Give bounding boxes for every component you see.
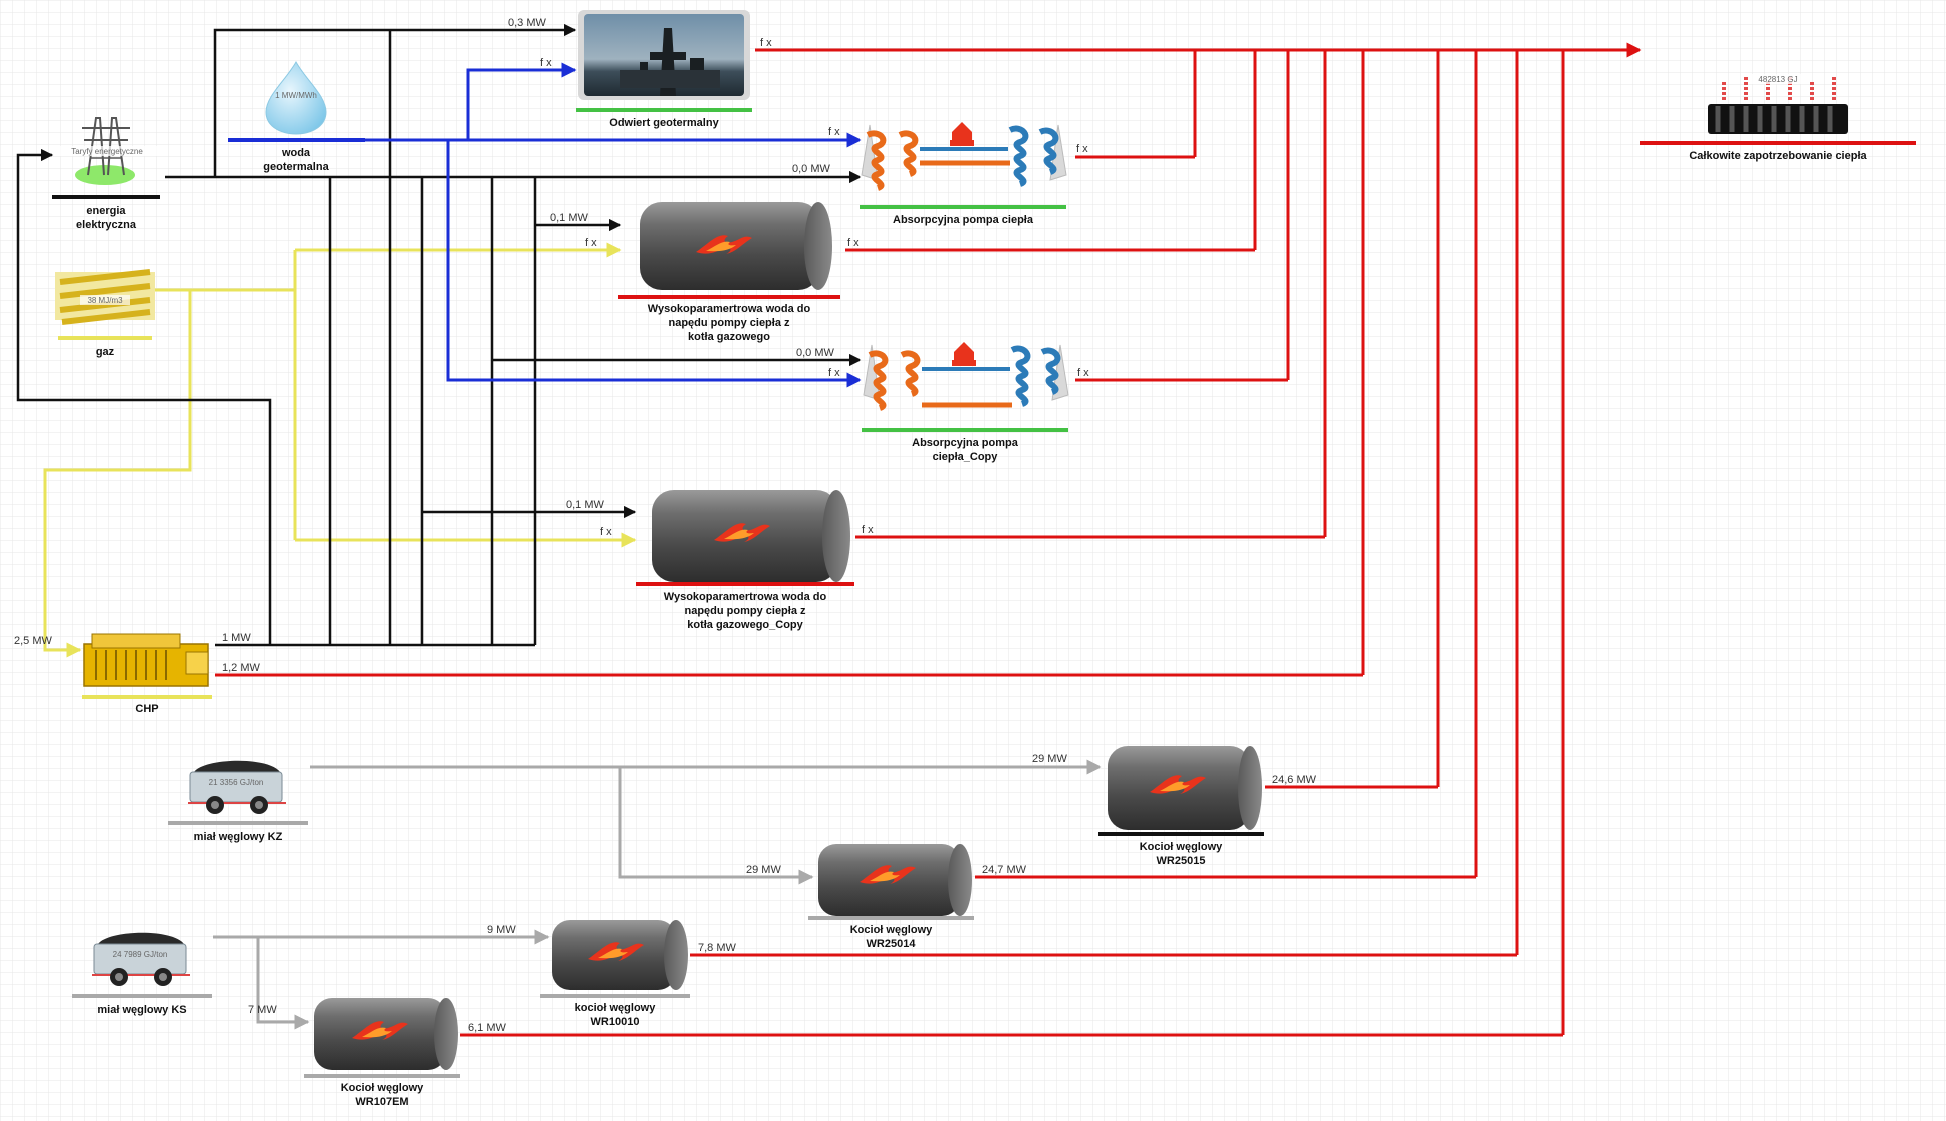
flow-label-wr25014-in: 29 MW: [746, 864, 781, 876]
geothermal-water-inner-label: 1 MW/MWh: [275, 91, 317, 100]
gas-boiler-2-label-1: Wysokoparamertrowa woda do: [664, 591, 827, 603]
heat-pump-2-label-2: ciepła_Copy: [933, 451, 999, 463]
energy-source-label-2: elektryczna: [76, 219, 137, 231]
geothermal-water-label-1: woda: [281, 147, 311, 159]
flow-label-boiler1-out: f x: [847, 237, 859, 249]
flow-label-wr10010-in: 9 MW: [487, 924, 516, 936]
boiler-drum-icon: [552, 920, 688, 990]
flow-label-geo-elec: 0,3 MW: [508, 17, 547, 29]
coal-kz-label: miał węglowy KZ: [194, 831, 283, 843]
gas-boiler-2-label-3: kotła gazowego_Copy: [687, 619, 803, 631]
boiler-drum-icon: [652, 490, 850, 582]
geothermal-water-label-2: geotermalna: [263, 161, 329, 173]
coal-boiler-wr25015-label-1: Kocioł węglowy: [1140, 841, 1223, 853]
coal-boiler-wr107em-label-1: Kocioł węglowy: [341, 1082, 424, 1094]
flow-label-chp-elec: 1 MW: [222, 632, 251, 644]
flow-label-wr10010-out: 7,8 MW: [698, 942, 737, 954]
gas-boiler-1-label-2: napędu pompy ciepła z: [668, 317, 790, 329]
gas-source-inner-label: 38 MJ/m3: [87, 296, 123, 305]
coal-ks-label: miał węglowy KS: [97, 1004, 186, 1016]
coal-ks-inner-label: 24 7989 GJ/ton: [113, 950, 168, 959]
flow-label-wr107em-in: 7 MW: [248, 1004, 277, 1016]
heat-pump-2-label-1: Absorpcyjna pompa: [912, 437, 1019, 449]
coal-boiler-wr25014-label-1: Kocioł węglowy: [850, 924, 933, 936]
total-heat-demand-label: Całkowite zapotrzebowanie ciepła: [1689, 150, 1867, 162]
energy-source-label-1: energia: [86, 205, 126, 217]
coal-boiler-wr25015-label-2: WR25015: [1157, 855, 1206, 867]
flow-label-boiler1-elec: 0,1 MW: [550, 212, 589, 224]
boiler-drum-icon: [818, 844, 972, 916]
geothermal-well-label: Odwiert geotermalny: [609, 117, 719, 129]
gas-boiler-1-label-3: kotła gazowego: [688, 331, 770, 343]
flow-label-wr107em-out: 6,1 MW: [468, 1022, 507, 1034]
flow-label-wr25014-out: 24,7 MW: [982, 864, 1027, 876]
flow-label-boiler2-gas: f x: [600, 526, 612, 538]
coal-boiler-wr25014-label-2: WR25014: [867, 938, 917, 950]
gas-boiler-2-label-2: napędu pompy ciepła z: [684, 605, 806, 617]
gas-source-label: gaz: [96, 346, 115, 358]
flow-label-pump2-out: f x: [1077, 367, 1089, 379]
gas-boiler-1-label-1: Wysokoparamertrowa woda do: [648, 303, 811, 315]
flow-label-geo-in: f x: [540, 57, 552, 69]
chp-label: CHP: [135, 703, 158, 715]
flow-label-boiler1-gas: f x: [585, 237, 597, 249]
flow-label-chp-heat: 1,2 MW: [222, 662, 261, 674]
boiler-drum-icon: [640, 202, 832, 290]
coal-boiler-wr10010-label-1: kocioł węglowy: [575, 1002, 657, 1014]
drilling-rig-photo-icon: [578, 10, 750, 100]
flow-label-pump2-geo: f x: [828, 367, 840, 379]
coal-boiler-wr10010-label-2: WR10010: [591, 1016, 640, 1028]
flow-label-chp-in: 2,5 MW: [14, 635, 53, 647]
flow-label-wr25015-in: 29 MW: [1032, 753, 1067, 765]
geothermal-well-node[interactable]: Odwiert geotermalny: [576, 10, 752, 129]
flow-label-boiler2-elec: 0,1 MW: [566, 499, 605, 511]
coal-kz-inner-label: 21 3356 GJ/ton: [209, 778, 264, 787]
boiler-drum-icon: [314, 998, 458, 1070]
flow-label-geo-out: f x: [760, 37, 772, 49]
flow-label-wr25015-out: 24,6 MW: [1272, 774, 1317, 786]
flow-label-pump1-out: f x: [1076, 143, 1088, 155]
flow-label-pump2-elec: 0,0 MW: [796, 347, 835, 359]
flow-label-pump1-elec: 0,0 MW: [792, 163, 831, 175]
coal-boiler-wr107em-label-2: WR107EM: [355, 1096, 408, 1108]
total-heat-demand-inner-label: 482813 GJ: [1758, 75, 1797, 84]
heat-pump-1-label: Absorpcyjna pompa ciepła: [893, 214, 1034, 226]
flow-label-pump1-geo: f x: [828, 126, 840, 138]
energy-source-inner-label: Taryfy energetyczne: [71, 147, 143, 156]
flow-label-boiler2-out: f x: [862, 524, 874, 536]
boiler-drum-icon: [1108, 746, 1262, 830]
